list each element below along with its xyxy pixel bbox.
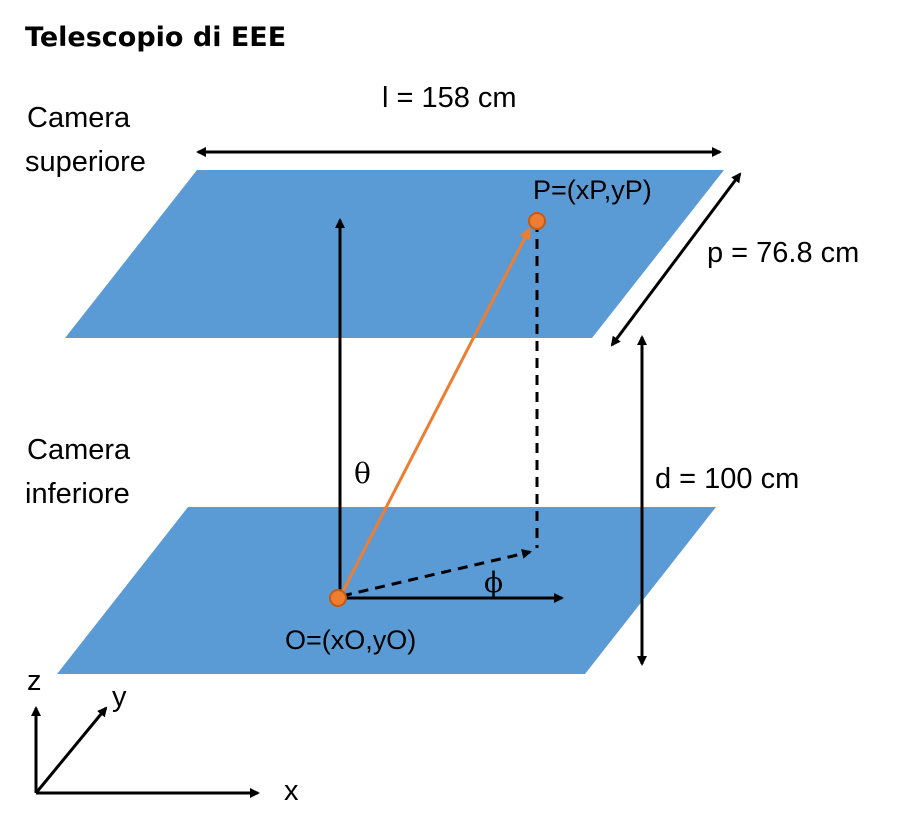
projection-dashed-horizontal xyxy=(341,548,532,598)
particle-track-arrow xyxy=(338,227,531,598)
point-o-marker xyxy=(329,589,347,607)
point-p-marker xyxy=(528,212,546,230)
theta-symbol: θ xyxy=(354,457,371,490)
diagram-title: Telescopio di EEE xyxy=(25,22,286,53)
distance-label: d = 100 cm xyxy=(655,463,799,495)
upper-chamber-label-line1: Camera xyxy=(27,102,131,134)
y-axis-label: y xyxy=(112,681,127,713)
x-axis-label: x xyxy=(284,775,299,807)
point-o-label: O=(xO,yO) xyxy=(285,625,416,655)
lower-chamber-label-line1: Camera xyxy=(27,434,131,466)
lower-chamber-label-line2: inferiore xyxy=(25,478,130,510)
phi-symbol: ϕ xyxy=(484,566,503,599)
y-axis-arrow xyxy=(34,706,108,794)
upper-chamber-label-line2: superiore xyxy=(25,146,146,178)
lower-chamber-plane xyxy=(57,507,716,674)
depth-label: p = 76.8 cm xyxy=(707,237,859,269)
depth-dimension-arrow xyxy=(610,172,742,347)
length-label: l = 158 cm xyxy=(382,82,517,114)
point-p-label: P=(xP,yP) xyxy=(533,175,652,205)
z-axis-label: z xyxy=(27,665,42,697)
upper-chamber-plane xyxy=(65,170,724,338)
